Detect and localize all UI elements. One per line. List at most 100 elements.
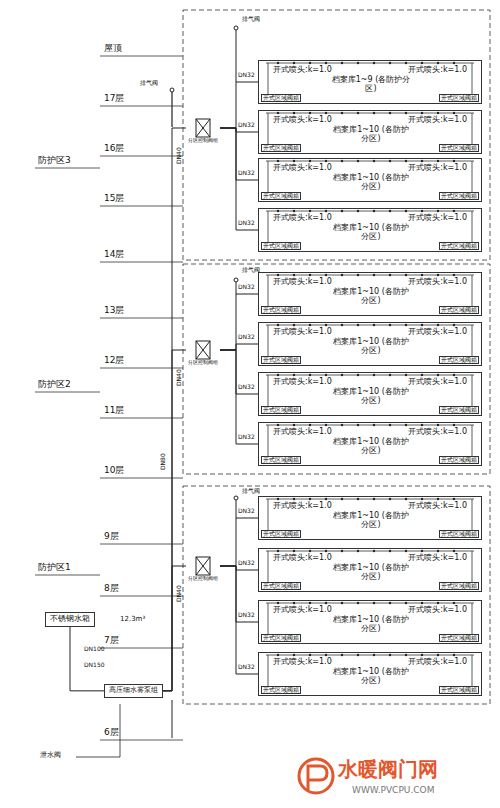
sprinkler-head — [277, 160, 279, 162]
pipe-connector — [220, 82, 258, 128]
sprinkler-head — [293, 550, 295, 552]
tank-label: 不锈钢水箱 — [50, 615, 90, 624]
nozzle-label: 开式喷头:k=1.0 — [273, 164, 332, 173]
air-vent-symbol — [234, 26, 238, 30]
pipe-size: DN100 — [84, 646, 105, 653]
valve-box-label: 开式区域阀箱 — [439, 94, 479, 102]
nozzle-label: 开式喷头:k=1.0 — [408, 66, 467, 75]
sprinkler-head — [453, 324, 455, 326]
sprinkler-head — [325, 550, 327, 552]
room-name: 档案库1~10 (各防护分区) — [331, 338, 411, 356]
sprinkler-head — [389, 654, 391, 656]
sprinkler-head — [437, 274, 439, 276]
room-name: 档案库1~10 (各防护分区) — [331, 438, 411, 456]
room-name: 档案库1~10 (各防护分区) — [331, 224, 411, 242]
floor-label: 防护区3 — [38, 156, 71, 166]
equipment-note: 12.3m³ — [120, 616, 145, 624]
pipe-connector — [220, 566, 258, 622]
archive-room-box: 开式喷头:k=1.0档案库1~10 (各防护分区)开式喷头:k=1.0开式区域阀… — [258, 652, 482, 696]
sprinkler-head — [453, 602, 455, 604]
archive-room-box: 开式喷头:k=1.0档案库1~10 (各防护分区)开式喷头:k=1.0开式区域阀… — [258, 548, 482, 592]
sprinkler-head — [325, 498, 327, 500]
pipe-connector — [220, 128, 258, 132]
floor-label: 10层 — [104, 466, 124, 476]
sprinkler-head — [309, 210, 311, 212]
valve-cross — [196, 119, 210, 137]
sprinkler-head — [309, 424, 311, 426]
sprinkler-head — [437, 374, 439, 376]
valve-cross — [196, 557, 210, 575]
room-name: 档案库1~10 (各防护分区) — [331, 668, 411, 686]
sprinkler-head — [277, 112, 279, 114]
sprinkler-head — [405, 324, 407, 326]
sprinkler-pipe — [472, 499, 473, 530]
zone-valve-group: 分区控制阀组 — [186, 340, 220, 366]
room-name: 档案库1~10 (各防护分区) — [331, 174, 411, 192]
sprinkler-head — [341, 654, 343, 656]
sprinkler-pipe — [266, 63, 474, 64]
valve-symbol — [195, 556, 211, 576]
main-riser — [171, 92, 172, 127]
sprinkler-head — [341, 498, 343, 500]
sprinkler-head — [373, 550, 375, 552]
pipe-connector — [220, 350, 258, 444]
sprinkler-head — [453, 424, 455, 426]
sprinkler-head — [341, 210, 343, 212]
sprinkler-head — [421, 374, 423, 376]
sprinkler-head — [341, 324, 343, 326]
sprinkler-head — [373, 274, 375, 276]
nozzle-label: 开式喷头:k=1.0 — [273, 606, 332, 615]
nozzle-label: 开式喷头:k=1.0 — [273, 278, 332, 287]
floor-label: 11层 — [104, 406, 124, 416]
valve-box-label: 开式区域阀箱 — [439, 356, 479, 364]
sprinkler-pipe — [268, 63, 269, 94]
valve-box-label: 开式区域阀箱 — [261, 582, 301, 590]
valve-box-label: 开式区域阀箱 — [439, 242, 479, 250]
sprinkler-head — [373, 602, 375, 604]
pipe-size: DN32 — [238, 334, 255, 341]
zone-outline — [183, 10, 490, 260]
branch-riser — [236, 30, 237, 82]
sprinkler-head — [293, 324, 295, 326]
nozzle-label: 开式喷头:k=1.0 — [273, 66, 332, 75]
air-vent-symbol — [234, 496, 238, 500]
valve-box-label: 开式区域阀箱 — [261, 634, 301, 642]
sprinkler-head — [293, 112, 295, 114]
floor-line — [100, 478, 183, 479]
sprinkler-pipe — [268, 603, 269, 634]
sprinkler-pipe — [268, 275, 269, 306]
valve-label: 分区控制阀组 — [186, 576, 220, 582]
pipe-connector — [220, 566, 258, 674]
sprinkler-head — [437, 62, 439, 64]
sprinkler-head — [373, 62, 375, 64]
room-name: 档案库1~10 (各防护分区) — [331, 288, 411, 306]
nozzle-label: 开式喷头:k=1.0 — [273, 116, 332, 125]
pipe-size: DN32 — [238, 122, 255, 129]
sprinkler-head — [325, 274, 327, 276]
sprinkler-pipe — [268, 655, 269, 686]
valve-box-label: 开式区域阀箱 — [261, 144, 301, 152]
sprinkler-head — [293, 210, 295, 212]
nozzle-label: 开式喷头:k=1.0 — [408, 116, 467, 125]
sprinkler-head — [357, 210, 359, 212]
floor-label: 13层 — [104, 306, 124, 316]
floor-line — [100, 596, 183, 597]
valve-symbol — [195, 340, 211, 360]
floor-label: 6层 — [104, 728, 119, 738]
sprinkler-head — [405, 160, 407, 162]
sprinkler-head — [309, 550, 311, 552]
sprinkler-head — [309, 160, 311, 162]
floor-label: 9层 — [104, 532, 119, 542]
valve-body — [196, 341, 210, 359]
sprinkler-pipe — [268, 551, 269, 582]
sprinkler-head — [277, 62, 279, 64]
valve-symbol — [195, 118, 211, 138]
sprinkler-head — [389, 374, 391, 376]
sprinkler-pipe — [266, 603, 474, 604]
sprinkler-head — [421, 602, 423, 604]
valve-box-label: 开式区域阀箱 — [261, 242, 301, 250]
sprinkler-head — [277, 498, 279, 500]
floor-label: 14层 — [104, 250, 124, 260]
sprinkler-pipe — [472, 161, 473, 192]
